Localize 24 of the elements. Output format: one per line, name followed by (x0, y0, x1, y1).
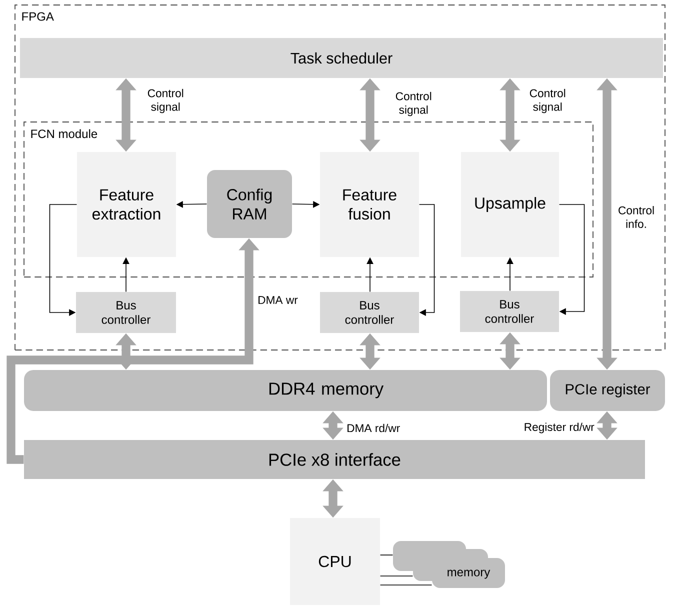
controller-box: Bus controller (460, 291, 559, 332)
scheduler-bar: Task scheduler (20, 38, 663, 78)
controller-box: Bus controller (76, 292, 176, 333)
memory-bar: DDR4 memory (24, 370, 547, 411)
controller-box: Bus controller (320, 292, 419, 333)
register-box: PCIe register (550, 370, 665, 411)
arrow (49, 204, 78, 316)
memory-box: Config RAM (207, 170, 292, 238)
module-box: Upsample (461, 152, 559, 257)
cpu-box: CPU (290, 518, 380, 605)
edge-label: Control signal (140, 88, 191, 114)
edge-label: DMA rd/wr (345, 422, 402, 434)
module-box: Feature fusion (320, 152, 419, 257)
arrow (418, 204, 435, 316)
memory-box: memory (432, 558, 505, 588)
edge-label: Control signal (388, 90, 439, 118)
edge-label: Control info. (612, 204, 660, 230)
edge-label: Control signal (522, 88, 573, 114)
node-label: memory (448, 570, 490, 579)
module-box: Feature extraction (77, 152, 176, 257)
arrow (558, 204, 585, 315)
interface-bar: PCIe x8 interface (24, 440, 645, 479)
edge-label: DMA wr (256, 294, 300, 306)
edge-label: Register rd/wr (522, 421, 596, 435)
